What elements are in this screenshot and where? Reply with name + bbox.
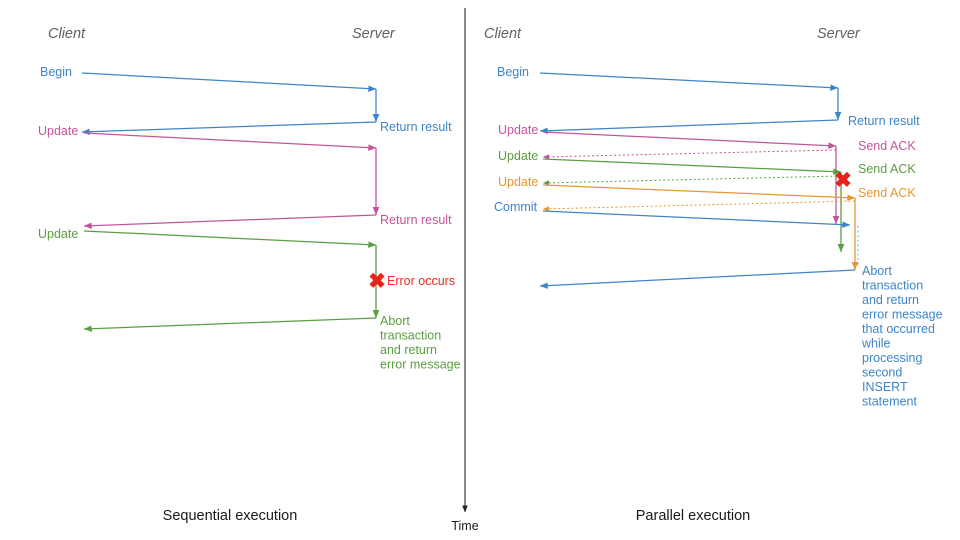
message-label-begin-parallel: Begin — [497, 65, 529, 79]
abort-note-line: second — [862, 366, 902, 380]
abort-note-line: processing — [862, 351, 922, 365]
message-arrow-begin-return-parallel — [539, 119, 839, 134]
message-arrow-begin-parallel — [539, 72, 839, 91]
message-arrow-commit-parallel — [542, 210, 851, 228]
abort-note-line: while — [861, 337, 891, 351]
message-arrow-abort-return-parallel — [539, 269, 856, 289]
message-label-begin-return-sequential: Return result — [380, 120, 452, 134]
panel-caption-parallel: Parallel execution — [636, 508, 750, 524]
message-arrow-update-1-sequential — [83, 132, 377, 151]
message-label-commit-parallel: Commit — [494, 200, 538, 214]
abort-note-line: transaction — [862, 279, 923, 293]
error-x-icon-parallel: ✖ — [834, 169, 852, 192]
message-arrow-update-3-parallel — [542, 184, 856, 201]
lane-header-server-parallel: Server — [817, 26, 861, 42]
message-label-ack-1-parallel: Send ACK — [858, 139, 916, 153]
message-label-update-3-parallel: Update — [498, 175, 538, 189]
message-arrow-ack-3-parallel — [542, 200, 856, 212]
lane-header-server-sequential: Server — [352, 26, 396, 42]
abort-note-line: error message — [862, 308, 943, 322]
message-arrow-abort-return-sequential — [83, 317, 377, 332]
abort-note-line: and return — [380, 343, 437, 357]
lane-header-client-parallel: Client — [484, 26, 522, 42]
message-label-update-1-sequential: Update — [38, 124, 78, 138]
message-arrow-ack-1-parallel — [542, 149, 837, 160]
message-label-begin-return-parallel: Return result — [848, 114, 920, 128]
message-arrow-ack-2-parallel — [542, 175, 842, 186]
abort-note-line: Abort — [862, 264, 892, 278]
message-label-update-1-return-sequential: Return result — [380, 213, 452, 227]
abort-note-line: Abort — [380, 314, 410, 328]
abort-note-line: INSERT — [862, 380, 908, 394]
message-arrow-begin-sequential — [81, 72, 377, 92]
abort-note-line: and return — [862, 293, 919, 307]
time-axis-layer: Time — [451, 8, 479, 533]
message-label-ack-2-parallel: Send ACK — [858, 162, 916, 176]
message-arrow-update-1-return-sequential — [83, 214, 377, 229]
abort-note-line: that occurred — [862, 322, 935, 336]
message-label-update-1-parallel: Update — [498, 123, 538, 137]
error-label-sequential: Error occurs — [387, 274, 455, 288]
abort-note-line: transaction — [380, 329, 441, 343]
abort-note-line: error message — [380, 358, 461, 372]
message-label-begin-sequential: Begin — [40, 65, 72, 79]
abort-note-line: statement — [862, 395, 917, 409]
message-label-update-2-parallel: Update — [498, 149, 538, 163]
message-arrow-update-2-parallel — [542, 158, 842, 175]
panel-caption-sequential: Sequential execution — [163, 508, 298, 524]
error-x-icon-sequential: ✖ — [368, 270, 386, 293]
message-arrow-update-2-sequential — [83, 230, 377, 248]
message-label-ack-3-parallel: Send ACK — [858, 186, 916, 200]
time-axis-label: Time — [451, 519, 478, 533]
message-label-update-2-sequential: Update — [38, 227, 78, 241]
message-arrow-update-1-parallel — [542, 131, 837, 149]
message-arrow-begin-return-sequential — [81, 121, 377, 135]
lane-header-client-sequential: Client — [48, 26, 86, 42]
